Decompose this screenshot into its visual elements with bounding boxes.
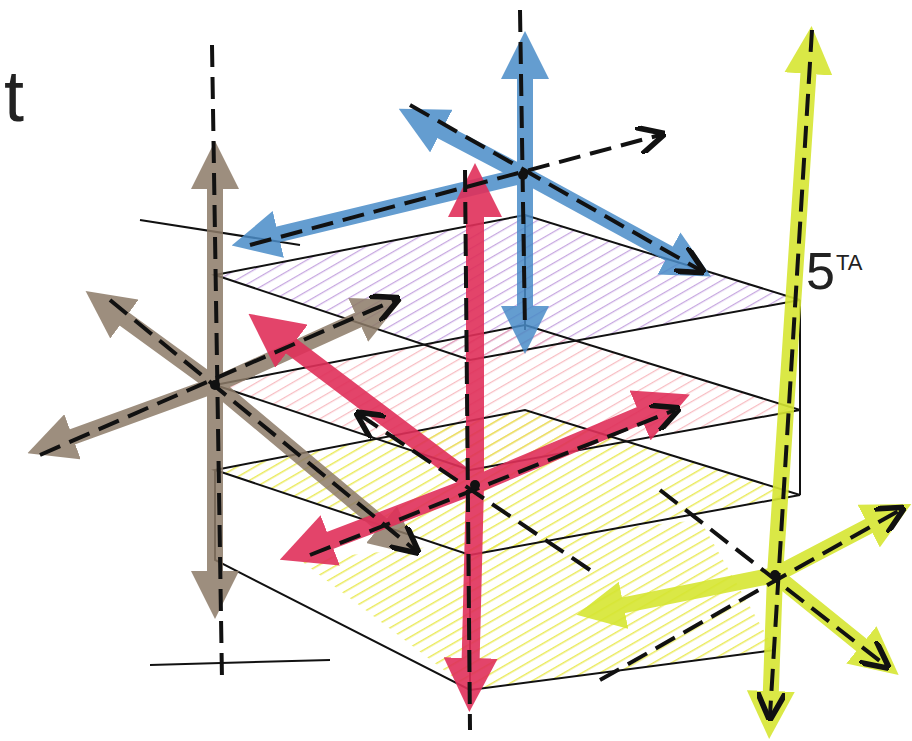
ordinal-suffix: TA (836, 252, 862, 274)
ordinal-number: 5 (806, 245, 835, 297)
fragment-text: t (4, 60, 24, 132)
